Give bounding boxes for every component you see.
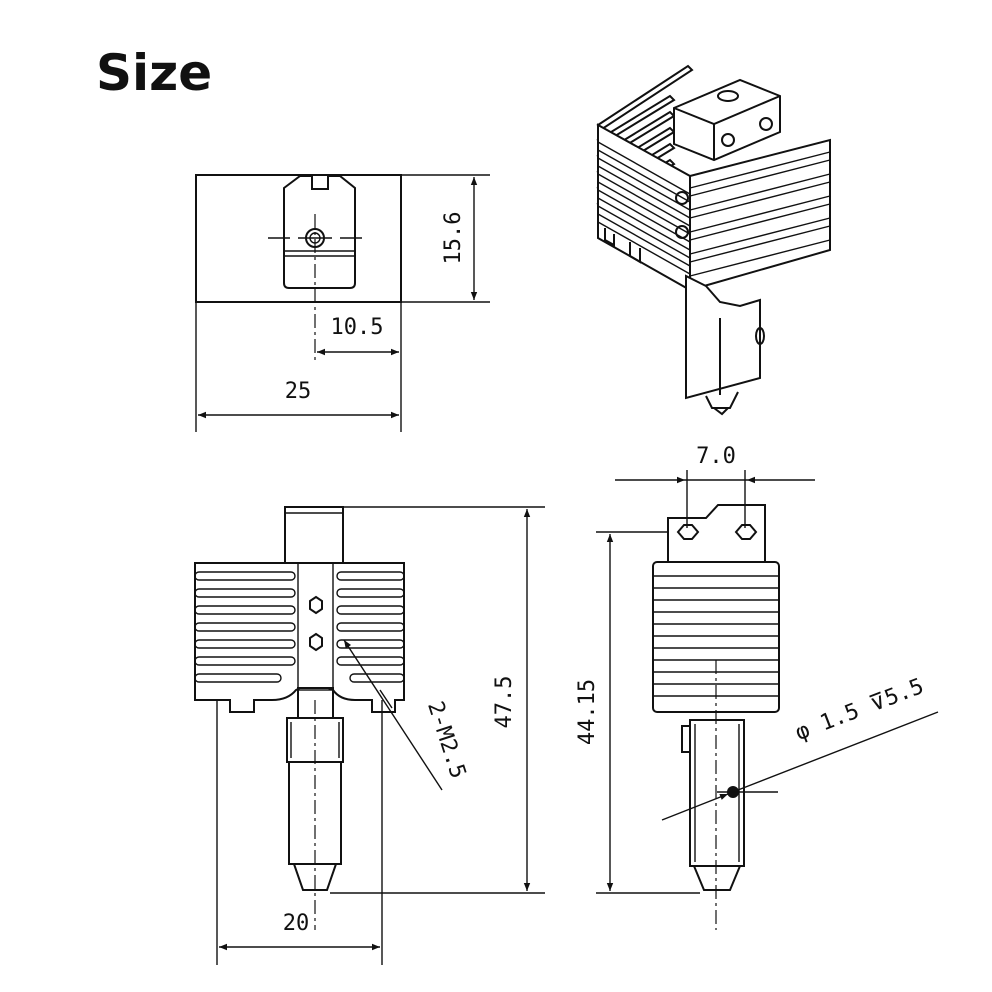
leader-thread: [343, 639, 443, 791]
hex-hole-icon: [676, 524, 700, 540]
dim-label-10-5: 10.5: [331, 315, 384, 340]
dim-label-thread: 2-M2.5: [422, 698, 470, 781]
isometric-view: [596, 64, 831, 416]
mount-block-side: [667, 504, 766, 563]
dim-label-15-6: 15.6: [441, 212, 466, 265]
dim-label-7-0: 7.0: [696, 444, 736, 469]
dim-label-44-15: 44.15: [575, 679, 600, 745]
heater-block-iso: [685, 274, 761, 400]
dim-label-20: 20: [283, 911, 310, 936]
heatsink-right-face: [689, 138, 831, 292]
hex-hole-icon: [309, 632, 323, 652]
mount-block-front: [284, 506, 344, 564]
top-view-outline: [195, 174, 402, 303]
dim-label-hole: φ 1.5 ⊽5.5: [792, 674, 927, 746]
side-view: 7.0 44.15: [575, 444, 939, 930]
mount-block-top: [283, 175, 356, 289]
mount-block-iso: [673, 78, 781, 162]
front-view: 47.5 20 2-M2.5: [194, 506, 545, 965]
hex-hole-icon: [309, 595, 323, 615]
heater-block-side: [689, 719, 745, 867]
dim-label-25: 25: [285, 379, 312, 404]
dim-label-47-5: 47.5: [492, 676, 517, 729]
top-view: 15.6 10.5 25: [195, 174, 490, 432]
nozzle-side: [693, 865, 741, 891]
hex-hole-icon: [675, 191, 689, 205]
page-title: Size: [96, 44, 213, 102]
heatsink-fins-right: [336, 571, 405, 683]
hex-hole-icon: [675, 225, 689, 239]
heatsink-fins-left: [194, 571, 296, 683]
leader-hole: [661, 793, 729, 821]
centre-mark-icon: [268, 214, 362, 362]
nozzle-front: [293, 863, 337, 891]
hex-hole-icon: [734, 524, 758, 540]
